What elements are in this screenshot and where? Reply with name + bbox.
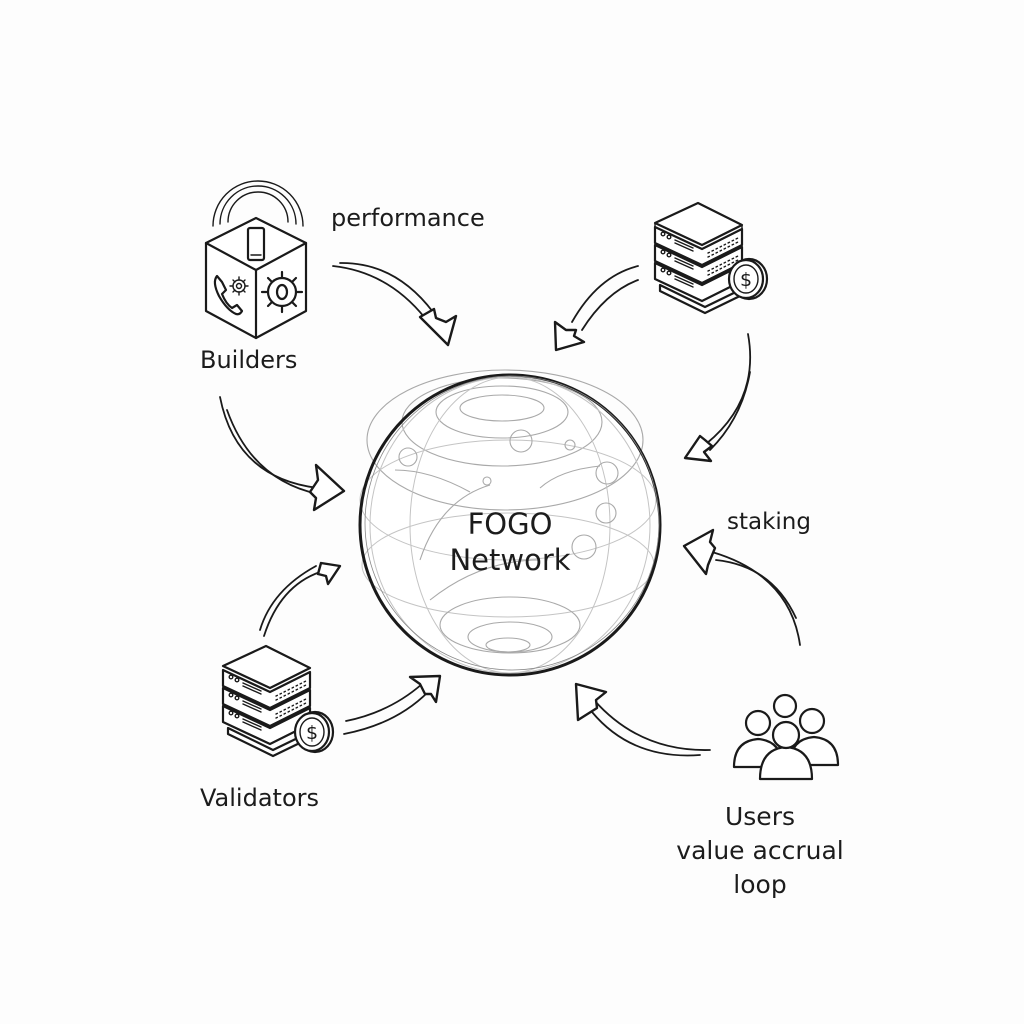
arrow-validators-up	[259, 561, 342, 637]
arrow-users-to-network	[574, 682, 711, 757]
arrow-performance	[332, 262, 458, 347]
arrow-server-to-network	[553, 265, 639, 352]
center-label-line2: Network	[449, 543, 571, 577]
users-sublabel-line2: loop	[733, 870, 787, 899]
node-label-validators: Validators	[200, 784, 320, 812]
validators-server-icon: $	[221, 644, 335, 758]
arrow-staking	[682, 528, 801, 646]
app-cube-icon	[204, 180, 308, 340]
svg-text:$: $	[740, 269, 752, 291]
center-label-line1: FOGO	[467, 507, 553, 541]
arrow-builders-to-network	[219, 396, 346, 512]
users-group-icon	[732, 693, 840, 781]
arrow-validators-to-network	[343, 674, 442, 735]
node-label-users-block: Users value accrual loop	[672, 800, 848, 902]
center-label: FOGO Network	[410, 506, 610, 578]
node-label-builders: Builders	[200, 346, 298, 374]
svg-text:$: $	[306, 722, 318, 744]
globe-icon	[358, 369, 662, 677]
edge-label-performance: performance	[331, 204, 485, 232]
node-label-users: Users	[724, 802, 795, 831]
users-sublabel-line1: value accrual	[676, 836, 844, 865]
edge-label-staking: staking	[727, 509, 811, 535]
server-coin-icon: $	[653, 201, 769, 315]
arrow-right-down	[683, 333, 752, 463]
